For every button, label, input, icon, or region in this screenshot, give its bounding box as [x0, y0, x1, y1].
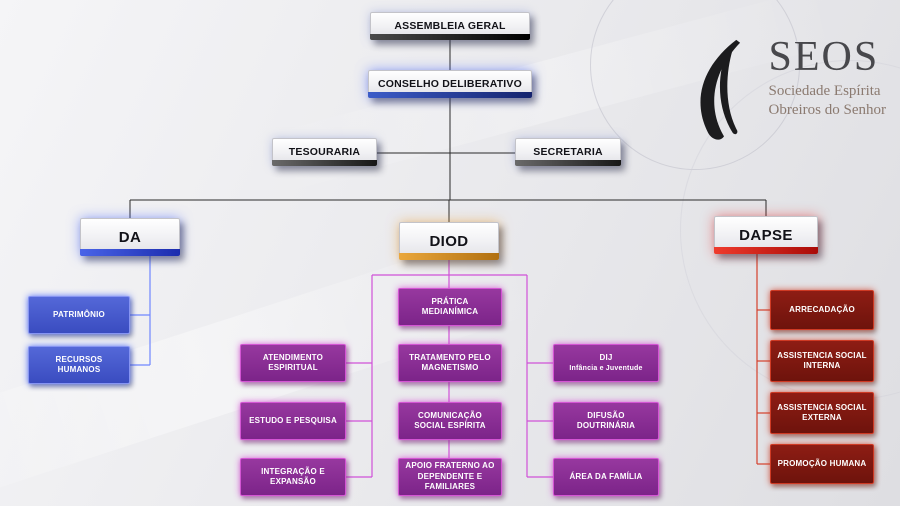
node-assistencia-social-interna: ASSISTENCIA SOCIAL INTERNA [770, 340, 874, 382]
node-assistencia-social-externa-label: ASSISTENCIA SOCIAL EXTERNA [777, 402, 867, 422]
node-recursos-humanos: RECURSOS HUMANOS [28, 346, 130, 384]
node-secretaria-label: SECRETARIA [533, 146, 603, 158]
node-diod-label: DIOD [429, 232, 469, 250]
node-recursos-humanos-label: RECURSOS HUMANOS [55, 354, 103, 374]
node-assistencia-social-interna-label: ASSISTENCIA SOCIAL INTERNA [777, 350, 867, 370]
logo-subtitle: Sociedade Espírita Obreiros do Senhor [769, 82, 886, 120]
node-dapse: DAPSE [714, 216, 818, 254]
node-da-label: DA [118, 228, 142, 246]
node-area-da-familia-label: ÁREA DA FAMÍLIA [569, 471, 643, 481]
logo-text: SEOS Sociedade Espírita Obreiros do Senh… [769, 36, 886, 120]
accent-bar-black [370, 34, 530, 40]
node-pratica-medianimica: PRÁTICA MEDIANÍMICA [398, 288, 502, 326]
node-da: DA [80, 218, 180, 256]
node-patrimonio-label: PATRIMÔNIO [53, 309, 105, 319]
accent-bar-gray [515, 160, 621, 166]
node-comunicacao-social-espirita-label: COMUNICAÇÃO SOCIAL ESPÍRITA [414, 410, 486, 430]
node-apoio-fraterno-label: APOIO FRATERNO AO DEPENDENTE E FAMILIARE… [405, 461, 495, 492]
node-difusao-doutrinaria: DIFUSÃO DOUTRINÁRIA [553, 402, 659, 440]
logo-subtitle-line2: Obreiros do Senhor [768, 101, 886, 118]
node-assistencia-social-externa: ASSISTENCIA SOCIAL EXTERNA [770, 392, 874, 434]
node-estudo-e-pesquisa-label: ESTUDO E PESQUISA [249, 415, 337, 425]
node-tesouraria: TESOURARIA [272, 138, 377, 166]
node-conselho-deliberativo-label: CONSELHO DELIBERATIVO [377, 78, 522, 90]
node-dapse-label: DAPSE [739, 226, 793, 244]
node-comunicacao-social-espirita: COMUNICAÇÃO SOCIAL ESPÍRITA [398, 402, 502, 440]
accent-bar-red [714, 247, 818, 254]
node-apoio-fraterno: APOIO FRATERNO AO DEPENDENTE E FAMILIARE… [398, 458, 502, 496]
logo-swoosh-icon [699, 39, 740, 140]
node-tesouraria-label: TESOURARIA [288, 146, 361, 158]
accent-bar-blue [368, 92, 532, 98]
node-area-da-familia: ÁREA DA FAMÍLIA [553, 458, 659, 496]
accent-bar-blue [80, 249, 180, 256]
node-atendimento-espiritual-label: ATENDIMENTO ESPIRITUAL [262, 352, 324, 372]
logo-subtitle-line1: Sociedade Espírita [768, 83, 881, 99]
node-dij: DIJ Infância e Juventude [553, 344, 659, 382]
node-integracao-e-expansao-label: INTEGRAÇÃO E EXPANSÃO [261, 466, 325, 486]
node-estudo-e-pesquisa: ESTUDO E PESQUISA [240, 402, 346, 440]
node-promocao-humana-label: PROMOÇÃO HUMANA [777, 458, 867, 468]
node-integracao-e-expansao: INTEGRAÇÃO E EXPANSÃO [240, 458, 346, 496]
node-tratamento-pelo-magnetismo: TRATAMENTO PELO MAGNETISMO [398, 344, 502, 382]
node-dij-sublabel: Infância e Juventude [569, 365, 643, 373]
node-pratica-medianimica-label: PRÁTICA MEDIANÍMICA [421, 296, 479, 316]
node-difusao-doutrinaria-label: DIFUSÃO DOUTRINÁRIA [576, 410, 636, 430]
logo-title: SEOS [768, 34, 880, 80]
node-arrecadacao-label: ARRECADAÇÃO [789, 304, 855, 314]
node-arrecadacao: ARRECADAÇÃO [770, 290, 874, 330]
node-dij-label: DIJ [599, 352, 613, 362]
node-assembleia-geral-label: ASSEMBLEIA GERAL [394, 20, 506, 32]
node-assembleia-geral: ASSEMBLEIA GERAL [370, 12, 530, 40]
node-patrimonio: PATRIMÔNIO [28, 296, 130, 334]
accent-bar-orange [399, 253, 499, 260]
node-conselho-deliberativo: CONSELHO DELIBERATIVO [368, 70, 532, 98]
node-promocao-humana: PROMOÇÃO HUMANA [770, 444, 874, 484]
node-secretaria: SECRETARIA [515, 138, 621, 166]
accent-bar-gray [272, 160, 377, 166]
node-tratamento-pelo-magnetismo-label: TRATAMENTO PELO MAGNETISMO [409, 352, 491, 372]
seos-logo: SEOS Sociedade Espírita Obreiros do Senh… [683, 36, 886, 142]
node-diod: DIOD [399, 222, 499, 260]
node-atendimento-espiritual: ATENDIMENTO ESPIRITUAL [240, 344, 346, 382]
